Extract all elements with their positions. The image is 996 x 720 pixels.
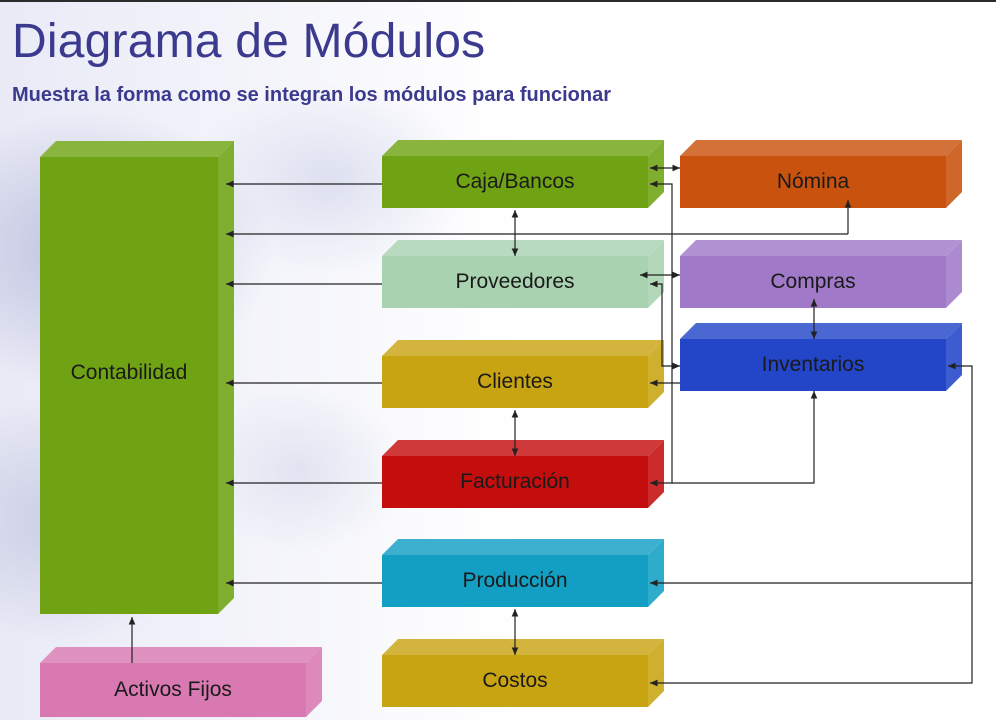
block-compras [680, 240, 962, 308]
module-proveedores: Proveedores [455, 270, 575, 293]
block-front-face [40, 663, 306, 717]
block-top-face [382, 140, 664, 156]
block-front-face [680, 156, 946, 208]
block-top-face [382, 340, 664, 356]
block-front-face [382, 256, 648, 308]
block-front-face [40, 157, 218, 614]
module-inventarios: Inventarios [761, 353, 865, 376]
block-front-face [680, 256, 946, 308]
page-subtitle: Muestra la forma como se integran los mó… [12, 84, 612, 106]
block-side-face [946, 240, 962, 308]
block-top-face [680, 240, 962, 256]
block-top-face [382, 539, 664, 555]
arrow-inventarios-costos [650, 583, 973, 687]
block-top-face [40, 647, 322, 663]
module-clientes: Clientes [477, 370, 553, 393]
arrow-caja-facturacion [650, 180, 673, 487]
module-activos-fijos: Activos Fijos [114, 678, 232, 701]
block-nomina [680, 140, 962, 208]
block-top-face [382, 639, 664, 655]
module-caja-bancos: Caja/Bancos [455, 170, 575, 193]
block-side-face [218, 141, 234, 614]
block-costos [382, 639, 664, 707]
module-produccion: Producción [462, 569, 568, 592]
top-border [0, 0, 996, 2]
module-nomina: Nómina [776, 170, 850, 193]
page-title: Diagrama de Módulos [12, 15, 486, 68]
block-front-face [382, 356, 648, 408]
block-activos-fijos [40, 647, 322, 717]
block-front-face [382, 655, 648, 707]
module-facturacion: Facturación [460, 470, 570, 493]
module-compras: Compras [770, 270, 856, 293]
arrow-inventarios-facturacion [672, 391, 818, 484]
block-side-face [306, 647, 322, 717]
block-top-face [382, 440, 664, 456]
block-front-face [382, 555, 648, 607]
block-top-face [40, 141, 234, 157]
block-side-face [946, 140, 962, 208]
block-front-face [382, 456, 648, 508]
block-side-face [648, 639, 664, 707]
arrow-inventarios-produccion [650, 362, 973, 587]
block-top-face [382, 240, 664, 256]
block-top-face [680, 323, 962, 339]
block-top-face [680, 140, 962, 156]
block-contabilidad [40, 141, 234, 614]
block-caja-bancos [382, 140, 664, 208]
module-contabilidad: Contabilidad [70, 361, 188, 384]
block-front-face [382, 156, 648, 208]
module-costos: Costos [482, 669, 548, 692]
